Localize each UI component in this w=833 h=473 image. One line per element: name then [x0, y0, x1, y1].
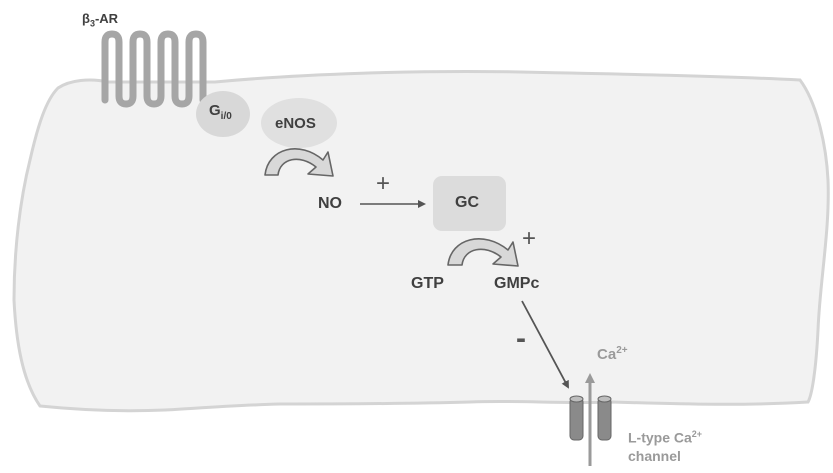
g-protein-bubble — [196, 91, 250, 137]
channel-label-charge: 2+ — [691, 429, 703, 439]
gmpc-to-channel-arrow — [521, 300, 569, 389]
calcium-base: Ca — [597, 346, 617, 363]
gc-box — [433, 176, 506, 231]
l-type-channel — [569, 395, 612, 441]
plus-gc: + — [522, 225, 537, 252]
receptor-label: β3-AR — [82, 11, 118, 29]
calcium-label: Ca2+ — [597, 345, 628, 363]
g-protein-symbol: G — [209, 102, 221, 119]
minus-sign: - — [516, 322, 526, 355]
g-protein-label: Gi/0 — [209, 102, 232, 122]
gmpc-label: GMPc — [494, 275, 540, 292]
beta3-ar-receptor — [101, 30, 207, 108]
enos-label: eNOS — [275, 115, 316, 132]
no-label: NO — [318, 195, 342, 212]
channel-label: L-type Ca2+ channel — [628, 425, 702, 465]
calcium-charge: 2+ — [616, 345, 628, 356]
cell-membrane — [12, 69, 830, 413]
g-protein-subscript: i/0 — [220, 111, 232, 122]
enos-curved-arrow-icon — [264, 148, 334, 177]
channel-label-line2: channel — [628, 447, 681, 464]
gc-curved-arrow-icon — [447, 238, 519, 267]
gtp-label: GTP — [411, 275, 444, 292]
plus-no-gc: + — [376, 170, 391, 197]
channel-label-line1: L-type Ca2+ — [628, 425, 702, 447]
receptor-subscript: 3 — [89, 18, 95, 29]
gc-label: GC — [455, 194, 479, 211]
receptor-symbol: β — [82, 11, 90, 26]
receptor-suffix: -AR — [94, 11, 119, 26]
enos-bubble — [261, 98, 337, 148]
channel-label-base: L-type Ca — [628, 429, 692, 446]
